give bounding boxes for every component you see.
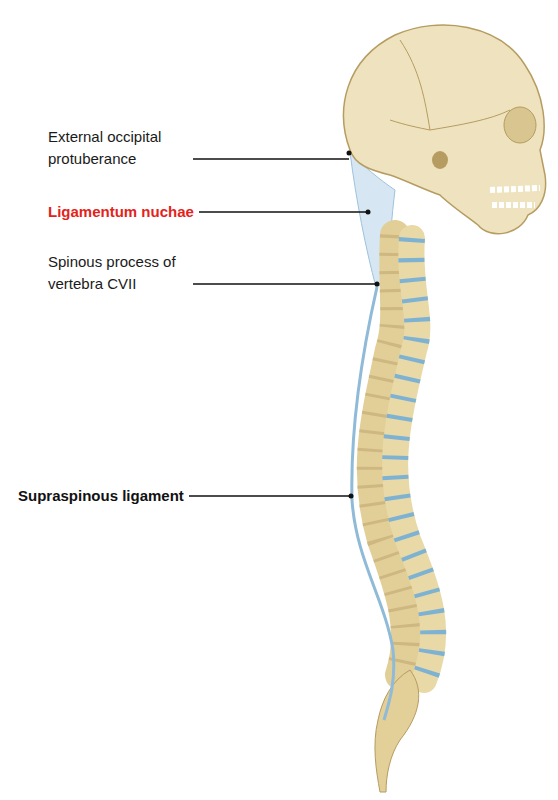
leader-line [199, 211, 368, 213]
orbit [504, 107, 536, 143]
cranium [344, 25, 546, 234]
part-label: Spinous process of vertebra CVII [48, 251, 188, 295]
leader-line [193, 158, 349, 160]
leader-dot [349, 494, 354, 499]
intervertebral-discs [395, 238, 433, 680]
leader-dot [375, 282, 380, 287]
part-label: External occipital protuberance [48, 126, 188, 170]
part-label: Supraspinous ligament [18, 485, 184, 507]
vertebral-bodies [395, 238, 433, 680]
supraspinous-ligament-line [352, 287, 394, 720]
leader-dot [347, 151, 352, 156]
sacrum [375, 670, 419, 792]
leader-line [193, 283, 377, 285]
skull-sutures [390, 40, 510, 130]
ear-opening [432, 151, 448, 169]
part-label: Ligamentum nuchae [48, 201, 194, 223]
teeth [490, 188, 540, 205]
leader-dot [366, 210, 371, 215]
leader-line [189, 495, 351, 497]
